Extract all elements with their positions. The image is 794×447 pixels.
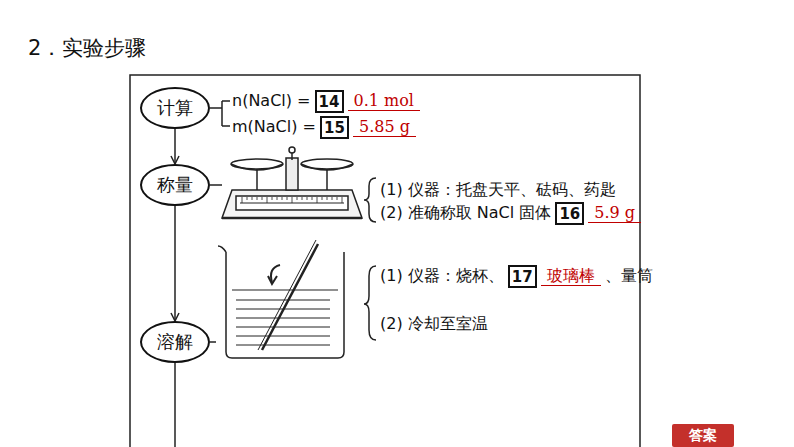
step-text: n(NaCl) = [232, 91, 311, 110]
node-text: 答案 [689, 427, 717, 445]
beaker-illustration [218, 240, 344, 358]
step-text: 、量筒 [605, 266, 653, 285]
step-text: (1) 仪器：托盘天平、砝码、药匙 [380, 180, 616, 199]
answer-text: 0.1 mol [348, 91, 420, 111]
step-text: (2) 冷却至室温 [380, 314, 488, 333]
answer-text: 玻璃棒 [541, 266, 601, 286]
step-oval: 溶解 [140, 321, 210, 363]
leader-lines [210, 101, 230, 342]
flow-arrow [174, 129, 176, 164]
balance-illustration [222, 147, 362, 218]
node-text: 16 [559, 205, 580, 223]
answer-number-box: 14 [315, 90, 344, 113]
step-text: (1) 仪器：烧杯、 [380, 266, 504, 285]
step-oval: 称量 [140, 164, 210, 206]
node-text: 14 [319, 93, 340, 111]
answer-button: 答案 [672, 424, 734, 447]
node-text: 15 [324, 119, 345, 137]
answer-text: 5.9 g [588, 203, 641, 223]
node-text: 溶解 [157, 330, 193, 354]
node-text: 17 [512, 268, 533, 286]
flow-line [174, 363, 176, 447]
step-text: (2) 准确称取 NaCl 固体 [380, 203, 551, 222]
answer-number-box: 16 [555, 202, 584, 225]
answer-text: 5.85 g [353, 117, 416, 137]
frame [130, 75, 640, 447]
title: 2．实验步骤 [28, 36, 146, 61]
step-oval: 计算 [140, 87, 210, 129]
flow-arrow [174, 206, 176, 321]
answer-number-box: 17 [508, 265, 537, 288]
node-text: 称量 [157, 173, 193, 197]
answer-number-box: 15 [320, 116, 349, 139]
step-text: m(NaCl) = [232, 117, 316, 136]
braces [364, 178, 376, 340]
node-text: 计算 [157, 96, 193, 120]
